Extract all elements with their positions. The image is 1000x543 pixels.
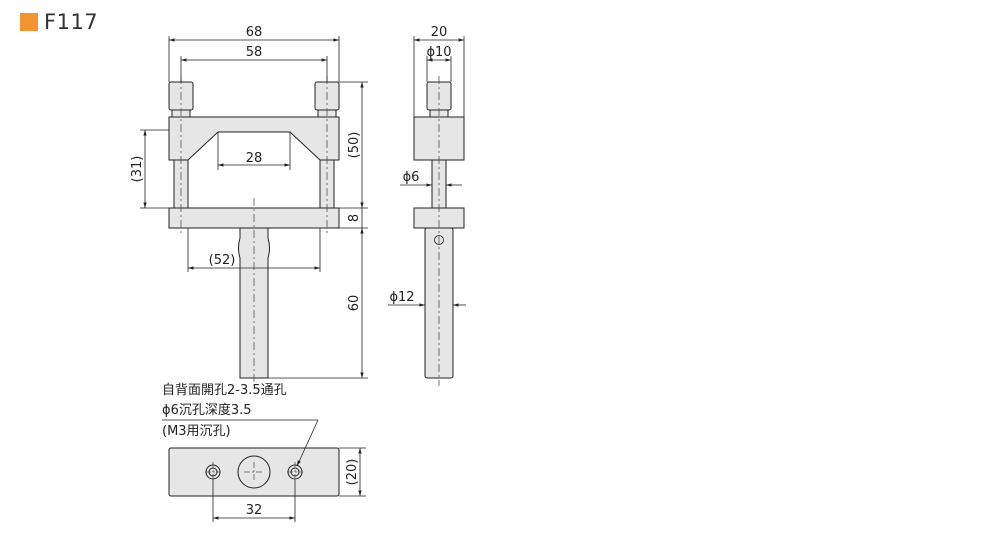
note-line-3: (M3用沉孔) xyxy=(162,424,231,439)
dim-shaft-dia: ϕ12 xyxy=(389,290,414,305)
dim-overall-width: 68 xyxy=(246,25,263,40)
dim-hole-pitch: 32 xyxy=(246,503,263,518)
dim-inner-gap: 28 xyxy=(246,151,263,166)
dim-total-ref: (50) xyxy=(347,132,362,159)
title-block: F117 xyxy=(20,10,98,34)
dim-base-thickness: 8 xyxy=(347,214,362,222)
page-title: F117 xyxy=(44,10,99,34)
title-marker xyxy=(20,13,38,31)
dim-shaft-length: 60 xyxy=(347,295,362,312)
dim-knob-dia: ϕ10 xyxy=(426,45,451,60)
dim-screw-pitch: 58 xyxy=(246,45,263,60)
dim-rod-pitch-ref: (52) xyxy=(209,253,236,268)
dim-rod-dia: ϕ6 xyxy=(403,170,420,185)
dim-height-ref: (31) xyxy=(130,156,145,183)
note-line-1: 自背面開孔2-3.5通孔 xyxy=(162,383,287,398)
side-cross-hole xyxy=(434,235,444,245)
side-top-block xyxy=(413,116,465,161)
dim-side-width: 20 xyxy=(431,25,448,40)
note-line-2: ϕ6沉孔深度3.5 xyxy=(162,403,252,418)
dim-depth-ref: (20) xyxy=(345,459,360,486)
